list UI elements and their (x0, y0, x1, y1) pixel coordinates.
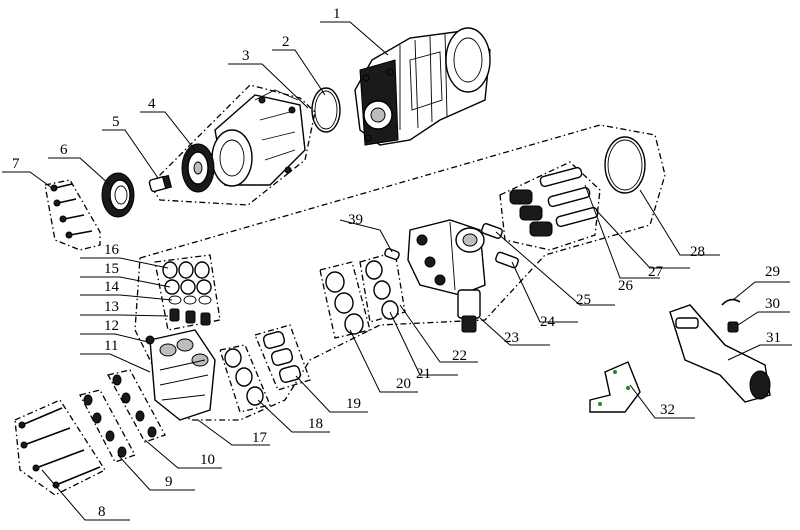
label-30: 30 (765, 296, 780, 312)
springs-27 (509, 189, 553, 237)
label-14: 14 (104, 279, 120, 295)
label-6: 6 (60, 142, 68, 158)
plug-39 (384, 247, 400, 261)
label-28: 28 (690, 244, 705, 260)
group-outline-screws-8 (14, 399, 106, 496)
label-7: 7 (12, 156, 20, 172)
motor (354, 27, 491, 146)
label-2: 2 (282, 34, 290, 50)
bracket-32 (589, 361, 641, 413)
fitting-25 (481, 223, 503, 239)
label-26: 26 (618, 278, 634, 294)
label-29: 29 (765, 264, 780, 280)
seal-kit-16 (162, 261, 210, 279)
plungers-26 (539, 166, 599, 228)
label-23: 23 (504, 330, 519, 346)
plunger-housing (145, 329, 216, 421)
label-27: 27 (648, 264, 664, 280)
label-1: 1 (333, 6, 341, 22)
crank-housing (211, 89, 306, 187)
label-19: 19 (346, 396, 361, 412)
screws-8 (18, 407, 101, 489)
label-3: 3 (242, 48, 250, 64)
seal-kit-15 (164, 279, 212, 295)
valves-19 (262, 331, 302, 383)
group-outline-valves-19 (254, 324, 311, 391)
label-18: 18 (308, 416, 323, 432)
label-11: 11 (104, 338, 118, 354)
label-24: 24 (540, 314, 556, 330)
label-31: 31 (766, 330, 781, 346)
handle-31 (669, 304, 771, 403)
part-labels: 1 2 3 4 5 6 7 8 9 10 11 12 13 14 15 16 1… (12, 6, 781, 520)
label-25: 25 (576, 292, 591, 308)
manifold-head (407, 219, 486, 296)
screw-30 (727, 321, 739, 333)
group-outline-washers-9 (79, 389, 136, 463)
label-22: 22 (452, 348, 467, 364)
washers-9 (83, 394, 127, 458)
label-15: 15 (104, 261, 119, 277)
group-outline-housing (149, 84, 316, 206)
label-16: 16 (104, 242, 120, 258)
label-20: 20 (396, 376, 411, 392)
bolt-5 (148, 174, 173, 193)
group-outline-washers-10 (107, 369, 166, 443)
label-13: 13 (104, 299, 119, 315)
washer-14 (168, 295, 212, 305)
seals-20 (325, 271, 364, 335)
o-ring-2 (311, 87, 341, 133)
label-4: 4 (148, 96, 156, 112)
oil-seal (101, 172, 135, 218)
label-21: 21 (416, 366, 431, 382)
seal-13 (169, 308, 211, 326)
label-9: 9 (165, 474, 173, 490)
group-outline-screws-7 (44, 179, 101, 251)
label-17: 17 (252, 430, 268, 446)
group-outline-seals-20 (319, 261, 371, 339)
label-39: 39 (348, 212, 363, 228)
group-outline-seals-18 (219, 344, 271, 413)
label-10: 10 (200, 452, 215, 468)
screws-7 (50, 183, 93, 239)
washers-10 (112, 374, 157, 438)
wobble-plate (181, 143, 215, 193)
clip-29 (721, 298, 741, 306)
seals-18 (224, 348, 264, 406)
group-outline-seals (154, 254, 221, 331)
label-8: 8 (98, 504, 106, 520)
label-12: 12 (104, 318, 119, 334)
o-ring-28 (604, 136, 646, 194)
seals-21 (365, 260, 399, 320)
connector-23 (457, 289, 481, 333)
label-32: 32 (660, 402, 675, 418)
label-5: 5 (112, 114, 120, 130)
leader-lines (2, 21, 792, 521)
fitting-24 (495, 251, 519, 269)
